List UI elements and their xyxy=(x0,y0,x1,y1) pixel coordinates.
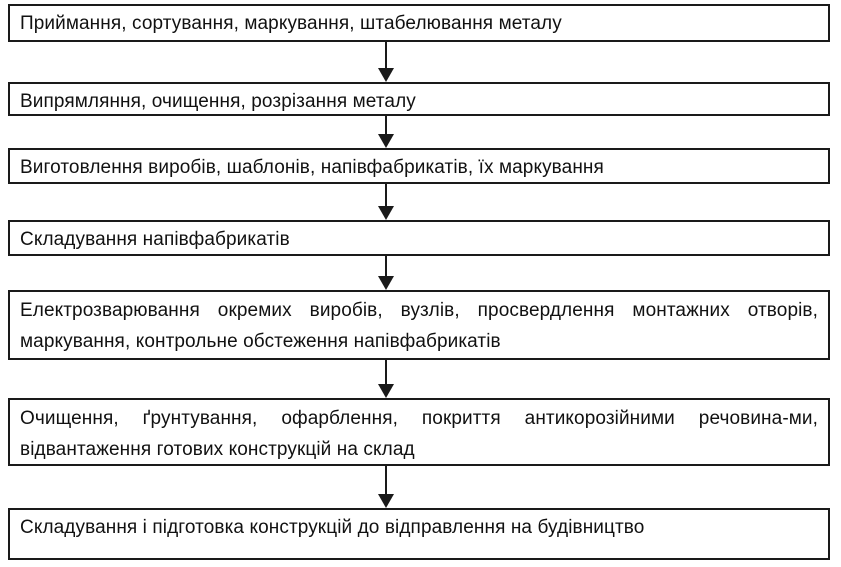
arrow-down-icon xyxy=(378,68,394,82)
flow-arrow-2 xyxy=(378,116,394,148)
flow-step-4: Складування напівфабрикатів xyxy=(8,220,830,256)
flow-step-7: Складування і підготовка конструкцій до … xyxy=(8,508,830,560)
flow-step-2: Випрямляння, очищення, розрізання металу xyxy=(8,82,830,116)
arrow-down-icon xyxy=(378,276,394,290)
flow-step-3: Виготовлення виробів, шаблонів, напівфаб… xyxy=(8,148,830,184)
arrow-down-icon xyxy=(378,134,394,148)
flow-arrow-5 xyxy=(378,360,394,398)
flow-step-4-text: Складування напівфабрикатів xyxy=(20,229,290,250)
flow-step-1: Приймання, сортування, маркування, штабе… xyxy=(8,4,830,42)
arrow-down-icon xyxy=(378,494,394,508)
flow-arrow-3 xyxy=(378,184,394,220)
flow-step-7-text: Складування і підготовка конструкцій до … xyxy=(20,517,645,538)
flow-step-5: Електрозварювання окремих виробів, вузлі… xyxy=(8,290,830,360)
flow-step-1-text: Приймання, сортування, маркування, штабе… xyxy=(20,13,562,34)
flow-step-5-text: Електрозварювання окремих виробів, вузлі… xyxy=(20,300,818,352)
flow-step-3-text: Виготовлення виробів, шаблонів, напівфаб… xyxy=(20,157,604,178)
flow-arrow-1 xyxy=(378,42,394,82)
flow-arrow-4 xyxy=(378,256,394,290)
arrow-down-icon xyxy=(378,206,394,220)
flow-arrow-6 xyxy=(378,466,394,508)
arrow-down-icon xyxy=(378,384,394,398)
flow-step-2-text: Випрямляння, очищення, розрізання металу xyxy=(20,91,416,112)
flow-step-6: Очищення, ґрунтування, офарблення, покри… xyxy=(8,398,830,466)
flow-step-6-text: Очищення, ґрунтування, офарблення, покри… xyxy=(20,408,818,460)
